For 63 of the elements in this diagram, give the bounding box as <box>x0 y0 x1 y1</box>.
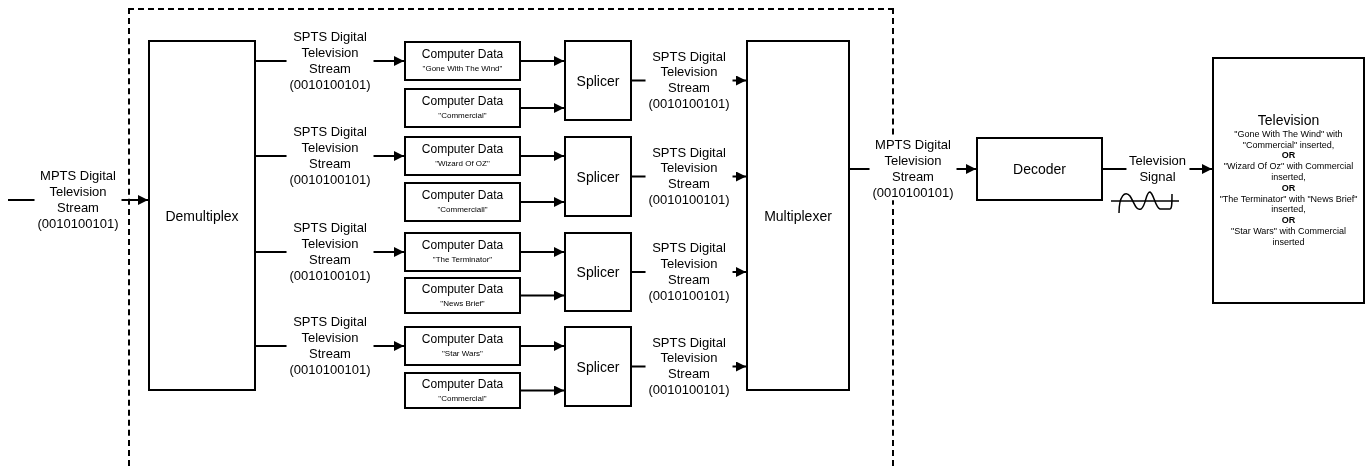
node-label: Decoder <box>1013 161 1066 177</box>
node-label: Multiplexer <box>764 207 832 224</box>
description-text: "Gone With The Wind" with "Commercial" inserted, <box>1233 128 1344 151</box>
process-box <box>404 277 521 314</box>
arrow <box>520 151 565 161</box>
edge-label: SPTS Digital Television Stream (0010100101) <box>645 240 733 304</box>
node-label: Computer Data <box>421 282 504 297</box>
arrow <box>520 385 565 396</box>
node-label: Computer Data <box>421 333 504 348</box>
edge-label: MPTS Digital Television Stream (0010100101) <box>34 168 122 232</box>
node-label: Computer Data <box>421 95 504 110</box>
process-box <box>148 40 256 391</box>
edge-label: MPTS Digital Television Stream (0010100101) <box>869 137 957 201</box>
node-label: Splicer <box>576 72 620 89</box>
node-label: Television <box>1257 113 1320 129</box>
process-box <box>746 40 850 391</box>
arrow <box>520 341 565 351</box>
display-box <box>1212 57 1365 304</box>
node-subtitle: "The Terminator" <box>432 255 493 265</box>
node-subtitle: "Commercial" <box>438 111 487 121</box>
node-subtitle: "Gone With The Wind" <box>422 64 503 74</box>
process-box <box>404 232 521 272</box>
process-box <box>404 182 521 222</box>
edge-label: SPTS Digital Television Stream (0010100101) <box>286 314 374 378</box>
node-label: Computer Data <box>421 48 504 63</box>
process-box <box>564 326 632 407</box>
node-subtitle: "Wizard Of OZ" <box>435 159 490 169</box>
edge-label: SPTS Digital Television Stream (0010100101) <box>286 124 374 188</box>
node-label: Computer Data <box>421 143 504 158</box>
description-text: "Wizard Of Oz" with Commercial inserted, <box>1222 161 1355 183</box>
description-text: OR <box>1281 215 1296 226</box>
description-text: "Star Wars" with Commercial inserted <box>1229 226 1348 248</box>
process-box <box>404 372 521 409</box>
process-box <box>404 88 521 128</box>
process-box <box>564 232 632 312</box>
node-subtitle: "Star Wars" <box>442 349 483 359</box>
process-box <box>564 136 632 217</box>
arrow <box>520 197 565 207</box>
node-subtitle: "News Brief" <box>440 298 485 309</box>
node-label: Computer Data <box>421 189 504 204</box>
arrow <box>520 103 565 113</box>
description-text: "The Terminator" with "News Brief" inserted, <box>1218 193 1359 216</box>
arrow <box>520 247 565 257</box>
process-box <box>404 41 521 81</box>
edge-label: SPTS Digital Television Stream (0010100101) <box>286 29 374 93</box>
node-subtitle: "Commerciall" <box>437 205 488 215</box>
description-text: OR <box>1281 150 1296 162</box>
node-subtitle: "Commercial" <box>438 393 487 404</box>
node-label: Demultiplex <box>165 207 239 224</box>
process-box <box>404 326 521 366</box>
node-label: Computer Data <box>421 239 504 254</box>
arrow <box>520 290 565 301</box>
process-box <box>404 136 521 176</box>
node-label: Splicer <box>576 358 620 375</box>
process-box <box>564 40 632 121</box>
arrow <box>520 56 565 66</box>
node-label: Splicer <box>576 168 620 185</box>
edge-label: Television Signal <box>1125 153 1190 185</box>
node-label: Splicer <box>576 264 620 280</box>
node-label: Computer Data <box>421 377 504 392</box>
edge-label: SPTS Digital Television Stream (0010100101) <box>286 220 374 284</box>
description-text: OR <box>1281 182 1296 194</box>
process-box <box>976 137 1103 201</box>
